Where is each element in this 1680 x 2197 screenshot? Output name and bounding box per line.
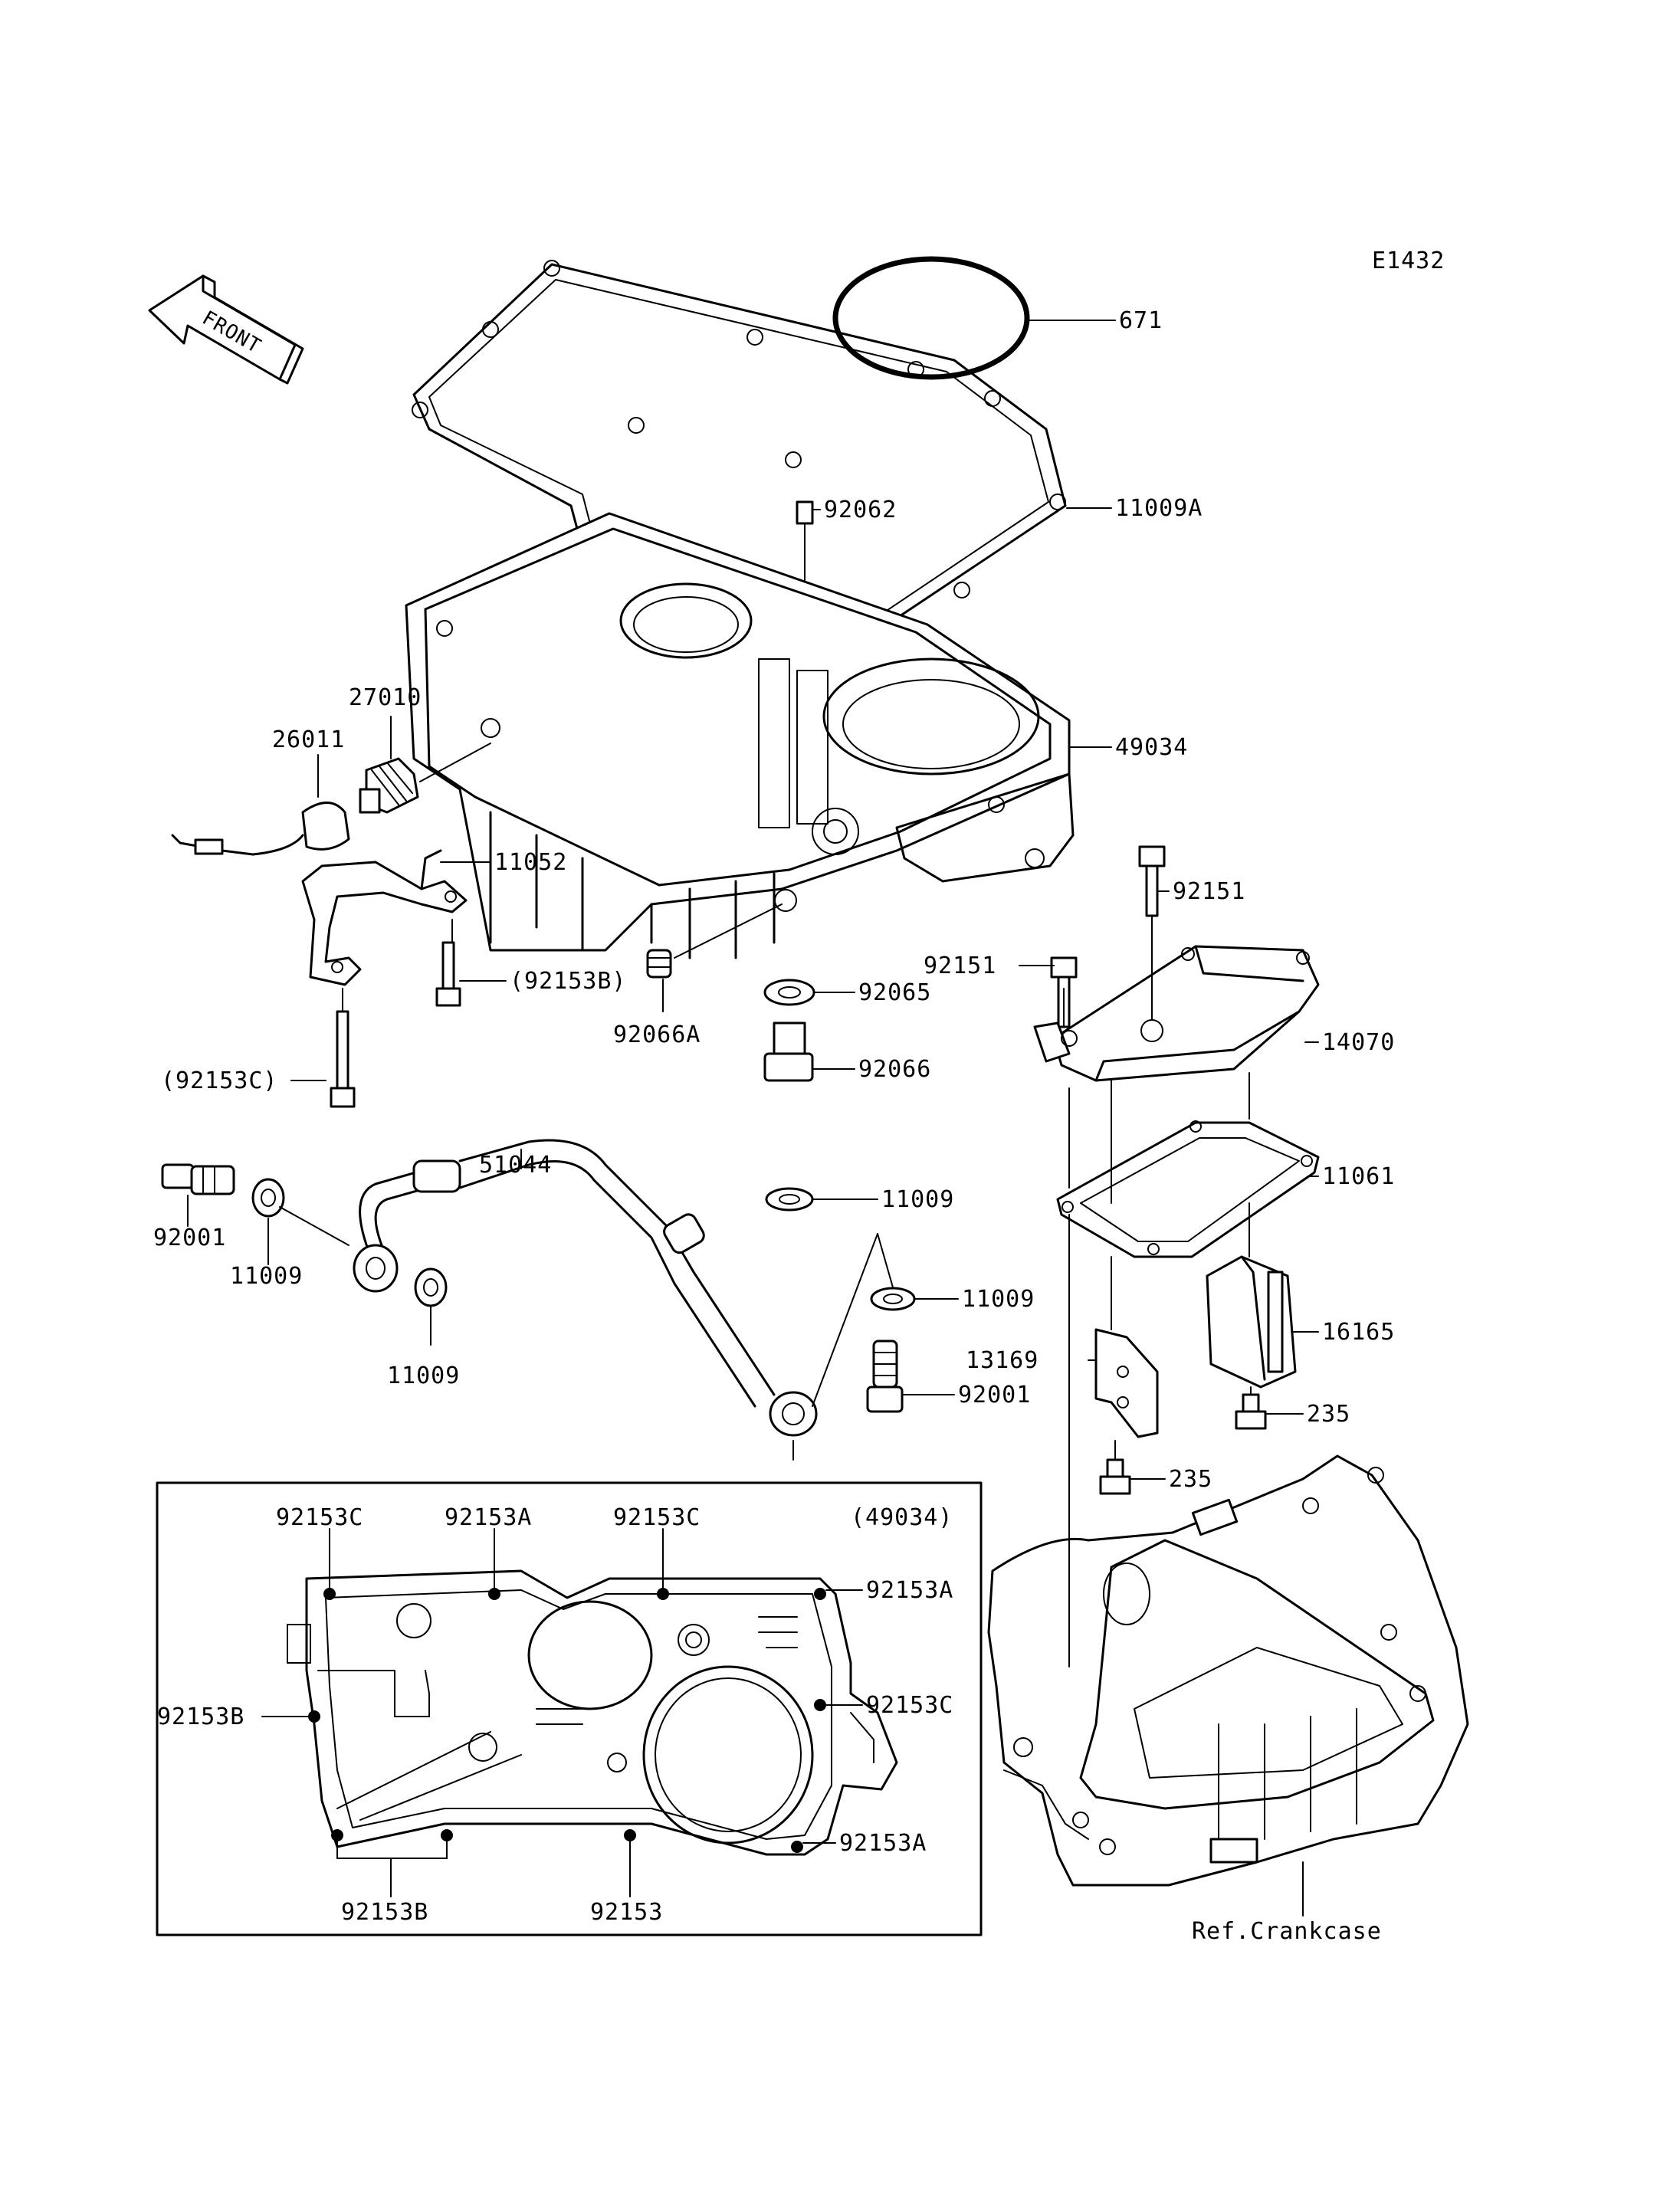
callout-92066: 92066 <box>858 1056 931 1083</box>
inset-title: (49034) <box>851 1504 953 1531</box>
oil-pipe-51044 <box>353 1139 818 1437</box>
crankcase-ref <box>987 1454 1469 1887</box>
callout-16165: 16165 <box>1322 1319 1395 1346</box>
callout-13169: 13169 <box>966 1347 1039 1374</box>
washer-11009-a <box>251 1178 285 1218</box>
inset-label-b2: 92153B <box>341 1899 428 1926</box>
washer-92065 <box>763 979 815 1006</box>
banjo-bolt-92001-left <box>161 1163 235 1195</box>
inset-label-a2: 92153A <box>866 1577 953 1604</box>
screw-235-b <box>1099 1458 1131 1495</box>
callout-671: 671 <box>1119 307 1163 334</box>
oil-pan-49034 <box>405 512 1075 959</box>
callout-92151-mid: 92151 <box>924 953 996 979</box>
callout-26011: 26011 <box>272 726 345 753</box>
callout-11052: 11052 <box>494 849 567 876</box>
inset-label-a1: 92153A <box>445 1504 532 1531</box>
front-arrow-icon: FRONT <box>148 274 304 385</box>
callout-92151-top: 92151 <box>1173 878 1245 905</box>
washer-11009-b <box>414 1267 448 1307</box>
callout-92066A: 92066A <box>613 1021 701 1048</box>
callout-92153C-ref: (92153C) <box>161 1067 278 1094</box>
bolt-dot <box>791 1841 803 1853</box>
ref-crankcase: Ref.Crankcase <box>1192 1918 1382 1945</box>
callout-92001-right: 92001 <box>958 1382 1031 1408</box>
callout-51044: 51044 <box>479 1152 552 1179</box>
inset-label-a3: 92153A <box>839 1830 927 1857</box>
bracket-11052 <box>301 849 468 986</box>
inset-label-c2: 92153C <box>613 1504 701 1531</box>
bolt-dot <box>323 1588 336 1600</box>
gasket-11061 <box>1056 1120 1320 1258</box>
sensor-16165 <box>1206 1255 1297 1389</box>
inset-label-b1: 92153B <box>157 1703 244 1730</box>
callout-11009-c: 11009 <box>881 1186 954 1213</box>
oil-pressure-switch-27010 <box>359 757 419 814</box>
plug-92066 <box>763 1021 814 1082</box>
callout-11009-b: 11009 <box>387 1362 460 1389</box>
diagram-code: E1432 <box>1372 248 1445 274</box>
bolt-dot <box>814 1588 826 1600</box>
callout-27010: 27010 <box>349 684 422 711</box>
callout-11061: 11061 <box>1322 1163 1395 1190</box>
bolt-dot <box>308 1710 320 1723</box>
banjo-bolt-92001-right <box>866 1340 904 1413</box>
screw-235-a <box>1235 1393 1267 1430</box>
inset-49034: (49034) <box>156 1481 983 1936</box>
callout-14070: 14070 <box>1322 1029 1395 1056</box>
bolt-92153B <box>435 941 461 1007</box>
callout-92065: 92065 <box>858 979 931 1006</box>
bolt-dot <box>624 1829 636 1841</box>
callout-11009A: 11009A <box>1115 495 1203 522</box>
bolt-dot <box>814 1699 826 1711</box>
washer-11009-d <box>870 1287 916 1311</box>
o-ring-671 <box>832 256 1030 380</box>
callout-235-b: 235 <box>1169 1466 1212 1493</box>
harness-26011 <box>171 802 350 856</box>
bolt-dot <box>331 1829 343 1841</box>
bolt-dot <box>488 1588 500 1600</box>
callout-235-a: 235 <box>1307 1401 1350 1428</box>
plate-13169 <box>1094 1328 1159 1438</box>
bolt-dot <box>657 1588 669 1600</box>
plug-92066A <box>646 949 672 979</box>
washer-11009-c <box>765 1187 814 1212</box>
callout-11009-d: 11009 <box>962 1286 1035 1313</box>
callout-92062: 92062 <box>824 497 897 523</box>
dowel-92062 <box>796 500 814 525</box>
inset-label-c3: 92153C <box>866 1692 953 1719</box>
bolt-92151-top <box>1138 845 1166 917</box>
callout-92153B-ref: (92153B) <box>510 968 627 995</box>
callout-49034: 49034 <box>1115 734 1188 761</box>
inset-label-plain: 92153 <box>590 1899 663 1926</box>
cover-14070 <box>1033 945 1320 1082</box>
bolt-dot <box>441 1829 453 1841</box>
bolt-92153C <box>330 1010 356 1108</box>
callout-92001-left: 92001 <box>153 1225 226 1251</box>
callout-11009-a: 11009 <box>230 1263 303 1290</box>
inset-label-c1: 92153C <box>276 1504 363 1531</box>
